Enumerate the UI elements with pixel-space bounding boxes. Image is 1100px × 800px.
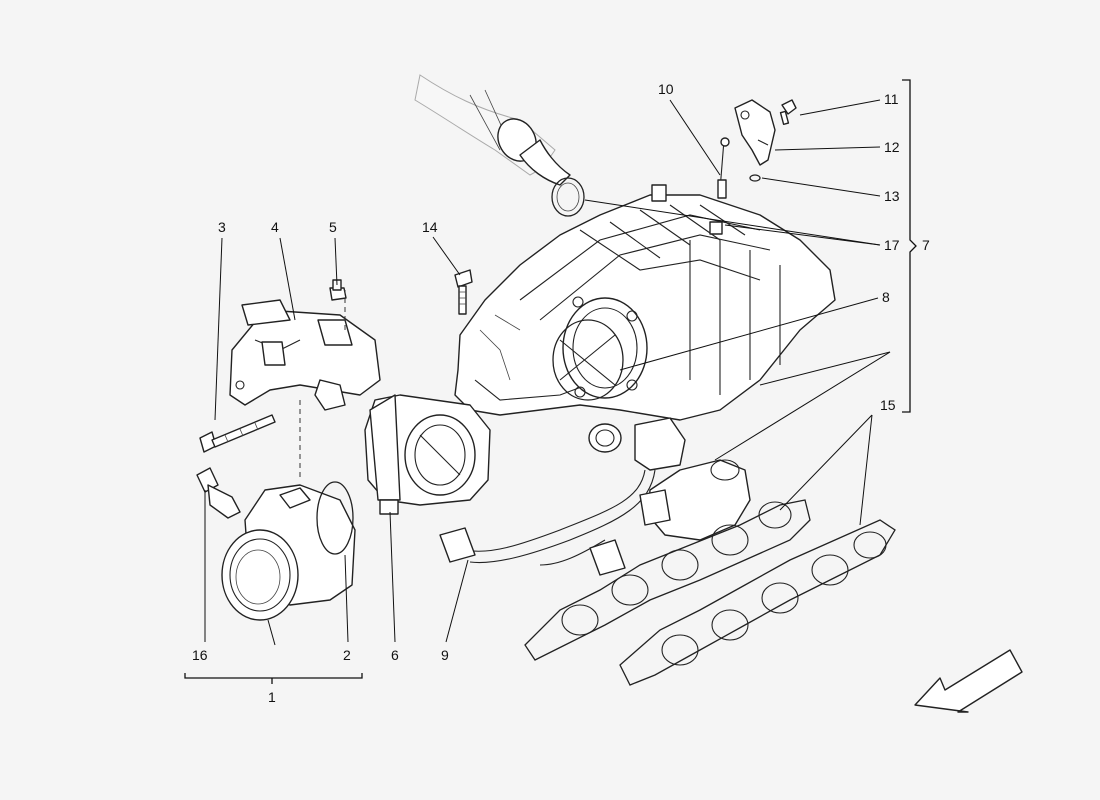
callout-12: 12: [884, 139, 900, 155]
callout-4: 4: [271, 219, 279, 235]
callout-15: 15: [880, 397, 896, 413]
gasket-17: [551, 177, 585, 217]
gasket-15-lower: [619, 519, 896, 686]
bracket-1: [184, 673, 363, 679]
callout-13: 13: [884, 188, 900, 204]
o-ring-13: [749, 174, 761, 182]
sensor-16: [196, 467, 241, 519]
intake-manifold: [454, 184, 836, 453]
bolt-14: [454, 269, 473, 315]
callout-7: 7: [922, 237, 930, 253]
callout-16: 16: [192, 647, 208, 663]
air-flow-housing-2: [221, 481, 356, 621]
sensor-10: [717, 137, 730, 199]
bolt-3: [199, 414, 276, 453]
leader-lines: [204, 99, 891, 646]
bracket-7: [902, 79, 917, 413]
callout-5: 5: [329, 219, 337, 235]
callout-10: 10: [658, 81, 674, 97]
screw-11: [779, 99, 797, 126]
wiring-harness-9: [439, 417, 686, 576]
throttle-body-6: [364, 394, 491, 515]
actuator-15: [639, 459, 751, 541]
callout-17: 17: [884, 237, 900, 253]
callout-11: 11: [884, 91, 899, 107]
callout-8: 8: [882, 289, 890, 305]
callout-6: 6: [391, 647, 399, 663]
callout-2: 2: [343, 647, 351, 663]
callout-14: 14: [422, 219, 438, 235]
bolt-5: [329, 279, 347, 301]
gasket-15-upper: [524, 499, 811, 661]
callout-3: 3: [218, 219, 226, 235]
callout-1: 1: [268, 689, 276, 705]
callout-9: 9: [441, 647, 449, 663]
map-sensor-12: [734, 99, 776, 166]
direction-arrow-icon: [914, 649, 1023, 713]
bracket-4: [229, 299, 381, 411]
intake-duct-ghost: [414, 74, 571, 186]
